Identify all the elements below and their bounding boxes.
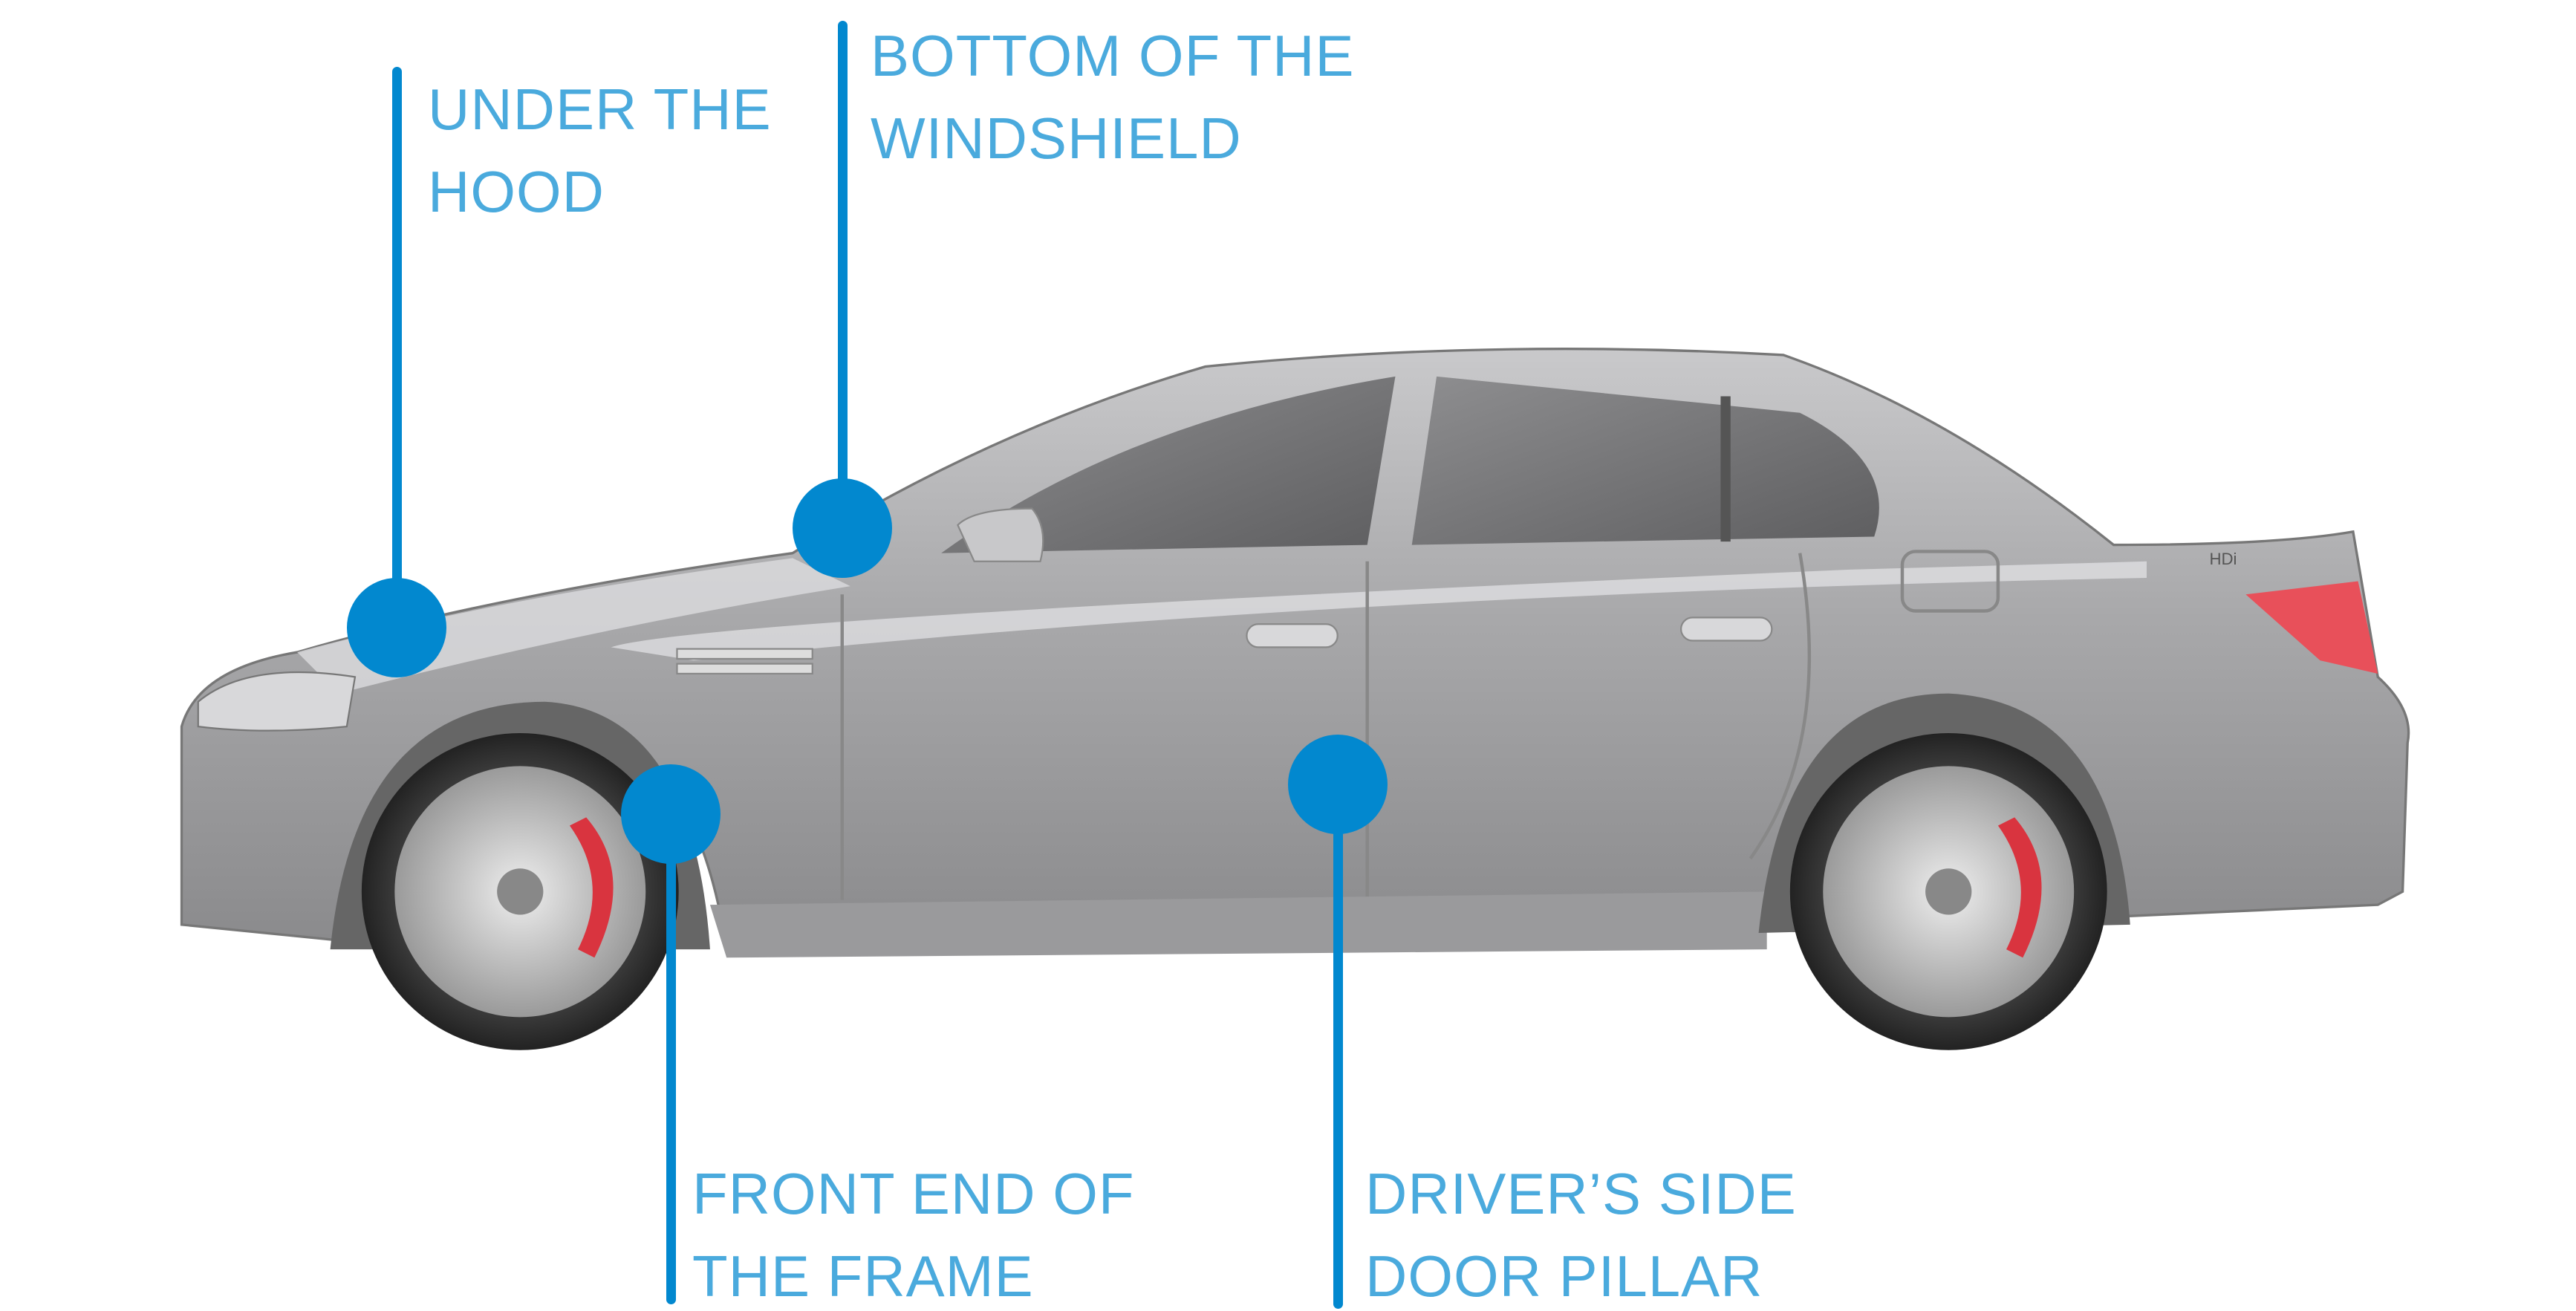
callout-line-door-pillar (1333, 784, 1343, 1309)
label-line: THE FRAME (692, 1243, 1034, 1309)
side-mirror (957, 507, 1044, 562)
label-line: HOOD (428, 159, 605, 224)
label-line: BOTTOM OF THE (871, 23, 1355, 88)
callout-line-windshield (838, 21, 848, 533)
front-wheel (361, 732, 679, 1050)
rear-brake-caliper (1997, 817, 2042, 958)
label-line: WINDSHIELD (871, 105, 1242, 171)
label-line: UNDER THE (428, 77, 772, 142)
label-drivers-side-door-pillar: DRIVER’S SIDE DOOR PILLAR (1365, 1153, 1797, 1311)
label-line: FRONT END OF (692, 1161, 1135, 1226)
front-window (941, 376, 1396, 553)
callout-dot-hood[interactable] (347, 578, 446, 677)
fender-vent (676, 648, 813, 675)
callout-line-hood (392, 67, 402, 631)
fuel-cap (1900, 550, 2000, 613)
callout-dot-windshield[interactable] (793, 478, 892, 578)
label-line: DOOR PILLAR (1365, 1243, 1763, 1309)
door-handle-rear (1679, 617, 1773, 642)
door-handle-front (1246, 623, 1339, 648)
label-under-the-hood: UNDER THE HOOD (428, 68, 772, 233)
callout-dot-frame[interactable] (621, 764, 721, 864)
label-front-end-of-frame: FRONT END OF THE FRAME (692, 1153, 1135, 1311)
label-bottom-of-windshield: BOTTOM OF THE WINDSHIELD (871, 15, 1354, 180)
label-line: DRIVER’S SIDE (1365, 1161, 1797, 1226)
headlight (197, 671, 357, 732)
callout-line-frame (666, 814, 676, 1304)
tail-light (2245, 581, 2378, 674)
callout-dot-door-pillar[interactable] (1288, 735, 1388, 834)
rear-wheel (1789, 732, 2107, 1050)
rear-window (1411, 376, 1879, 545)
badge: HDi (2209, 550, 2237, 568)
front-brake-caliper (569, 817, 614, 958)
